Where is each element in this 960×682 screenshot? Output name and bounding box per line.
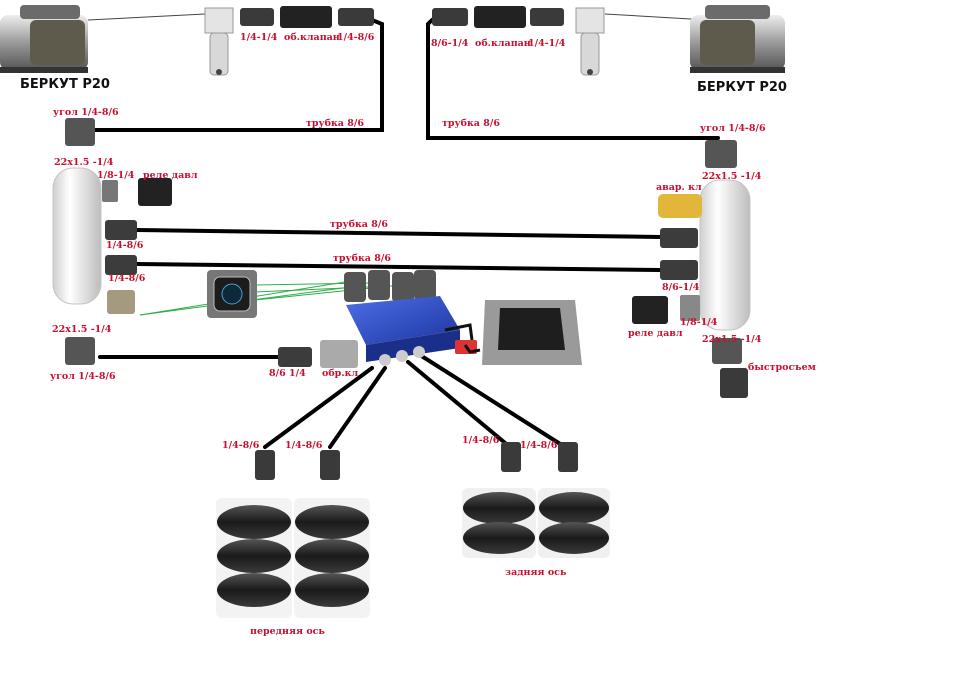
label-top-right-fit2: 1/4-1/4 <box>528 38 566 49</box>
label-rear-axle: задняя ось <box>505 567 567 578</box>
label-fit-86-14: 8/6 1/4 <box>269 368 306 379</box>
label-pipe-top-right: трубка 8/6 <box>442 118 500 129</box>
label-top-right-fit1: 8/6-1/4 <box>431 38 469 49</box>
label-fit-right-1: 8/6-1/4 <box>662 282 700 293</box>
label-return-valve: обр.кл <box>322 368 359 379</box>
receiver-left <box>52 167 102 305</box>
pipe-top-left <box>90 18 384 132</box>
label-front-fit-2: 1/4-8/6 <box>285 440 323 451</box>
label-relay-left: реле давл <box>143 170 198 181</box>
label-fit-left-1: 1/4-8/6 <box>106 240 144 251</box>
label-angle-top-right: угол 1/4-8/6 <box>700 123 766 134</box>
front-airbag-right <box>294 498 370 618</box>
label-front-fit-1: 1/4-8/6 <box>222 440 260 451</box>
compressor-left-title: БЕРКУТ Р20 <box>20 77 110 92</box>
label-port-bottom-right: 22х1.5 -1/4 <box>702 334 762 345</box>
compressor-right <box>690 5 785 73</box>
label-pipe-mid-2: трубка 8/6 <box>333 253 391 264</box>
label-port-top-right: 22х1.5 -1/4 <box>702 171 762 182</box>
pipe-mid-1 <box>135 228 662 239</box>
tank-fittings <box>65 118 748 398</box>
pipe-rear-2 <box>418 353 567 449</box>
label-pipe-mid-1: трубка 8/6 <box>330 219 388 230</box>
filter-left <box>204 7 234 76</box>
compressor-left <box>0 5 88 73</box>
controller-panel <box>463 300 582 365</box>
label-pipe-top-left: трубка 8/6 <box>306 118 364 129</box>
label-angle-bottom-left: угол 1/4-8/6 <box>50 371 116 382</box>
label-top-left-fit2: 1/4-8/6 <box>337 32 375 43</box>
label-front-axle: передняя ось <box>250 626 325 637</box>
label-port-top-left: 22х1.5 -1/4 <box>54 157 114 168</box>
label-angle-top-left: угол 1/4-8/6 <box>53 107 119 118</box>
front-airbag-left <box>216 498 292 618</box>
bag-fittings <box>255 442 578 480</box>
valve-block <box>344 270 477 366</box>
label-relay-right: реле давл <box>628 328 683 339</box>
label-top-left-valve: об.клапан <box>284 32 340 43</box>
compressor-wires <box>87 13 709 21</box>
label-port-bottom-left: 22х1.5 -1/4 <box>52 324 112 335</box>
receiver-right <box>699 179 751 331</box>
rear-airbag-left <box>462 488 536 558</box>
pipe-front-2 <box>328 366 387 449</box>
label-fit-right-2: 1/8-1/4 <box>680 317 718 328</box>
pipe-mid-2 <box>135 262 662 272</box>
pipes <box>90 18 720 449</box>
top-fittings <box>240 6 564 28</box>
label-top-right-valve: об.клапан <box>475 38 531 49</box>
label-top-left-fit1: 1/4-1/4 <box>240 32 278 43</box>
pipe-rear-1 <box>406 360 512 449</box>
label-quick-release: быстросъем <box>748 362 816 373</box>
pipe-top-right <box>426 18 720 140</box>
label-fit-18-14: 1/8-1/4 <box>97 170 135 181</box>
label-fit-left-2: 1/4-8/6 <box>108 273 146 284</box>
rear-airbag-right <box>538 488 610 558</box>
label-emergency-valve: авар. кл <box>656 182 702 193</box>
label-rear-fit-1: 1/4-8/6 <box>462 435 500 446</box>
compressor-right-title: БЕРКУТ Р20 <box>697 80 787 95</box>
filter-right <box>575 7 605 76</box>
pipe-front-1 <box>263 366 374 449</box>
pressure-display <box>207 270 257 318</box>
label-rear-fit-2: 1/4-8/6 <box>520 440 558 451</box>
